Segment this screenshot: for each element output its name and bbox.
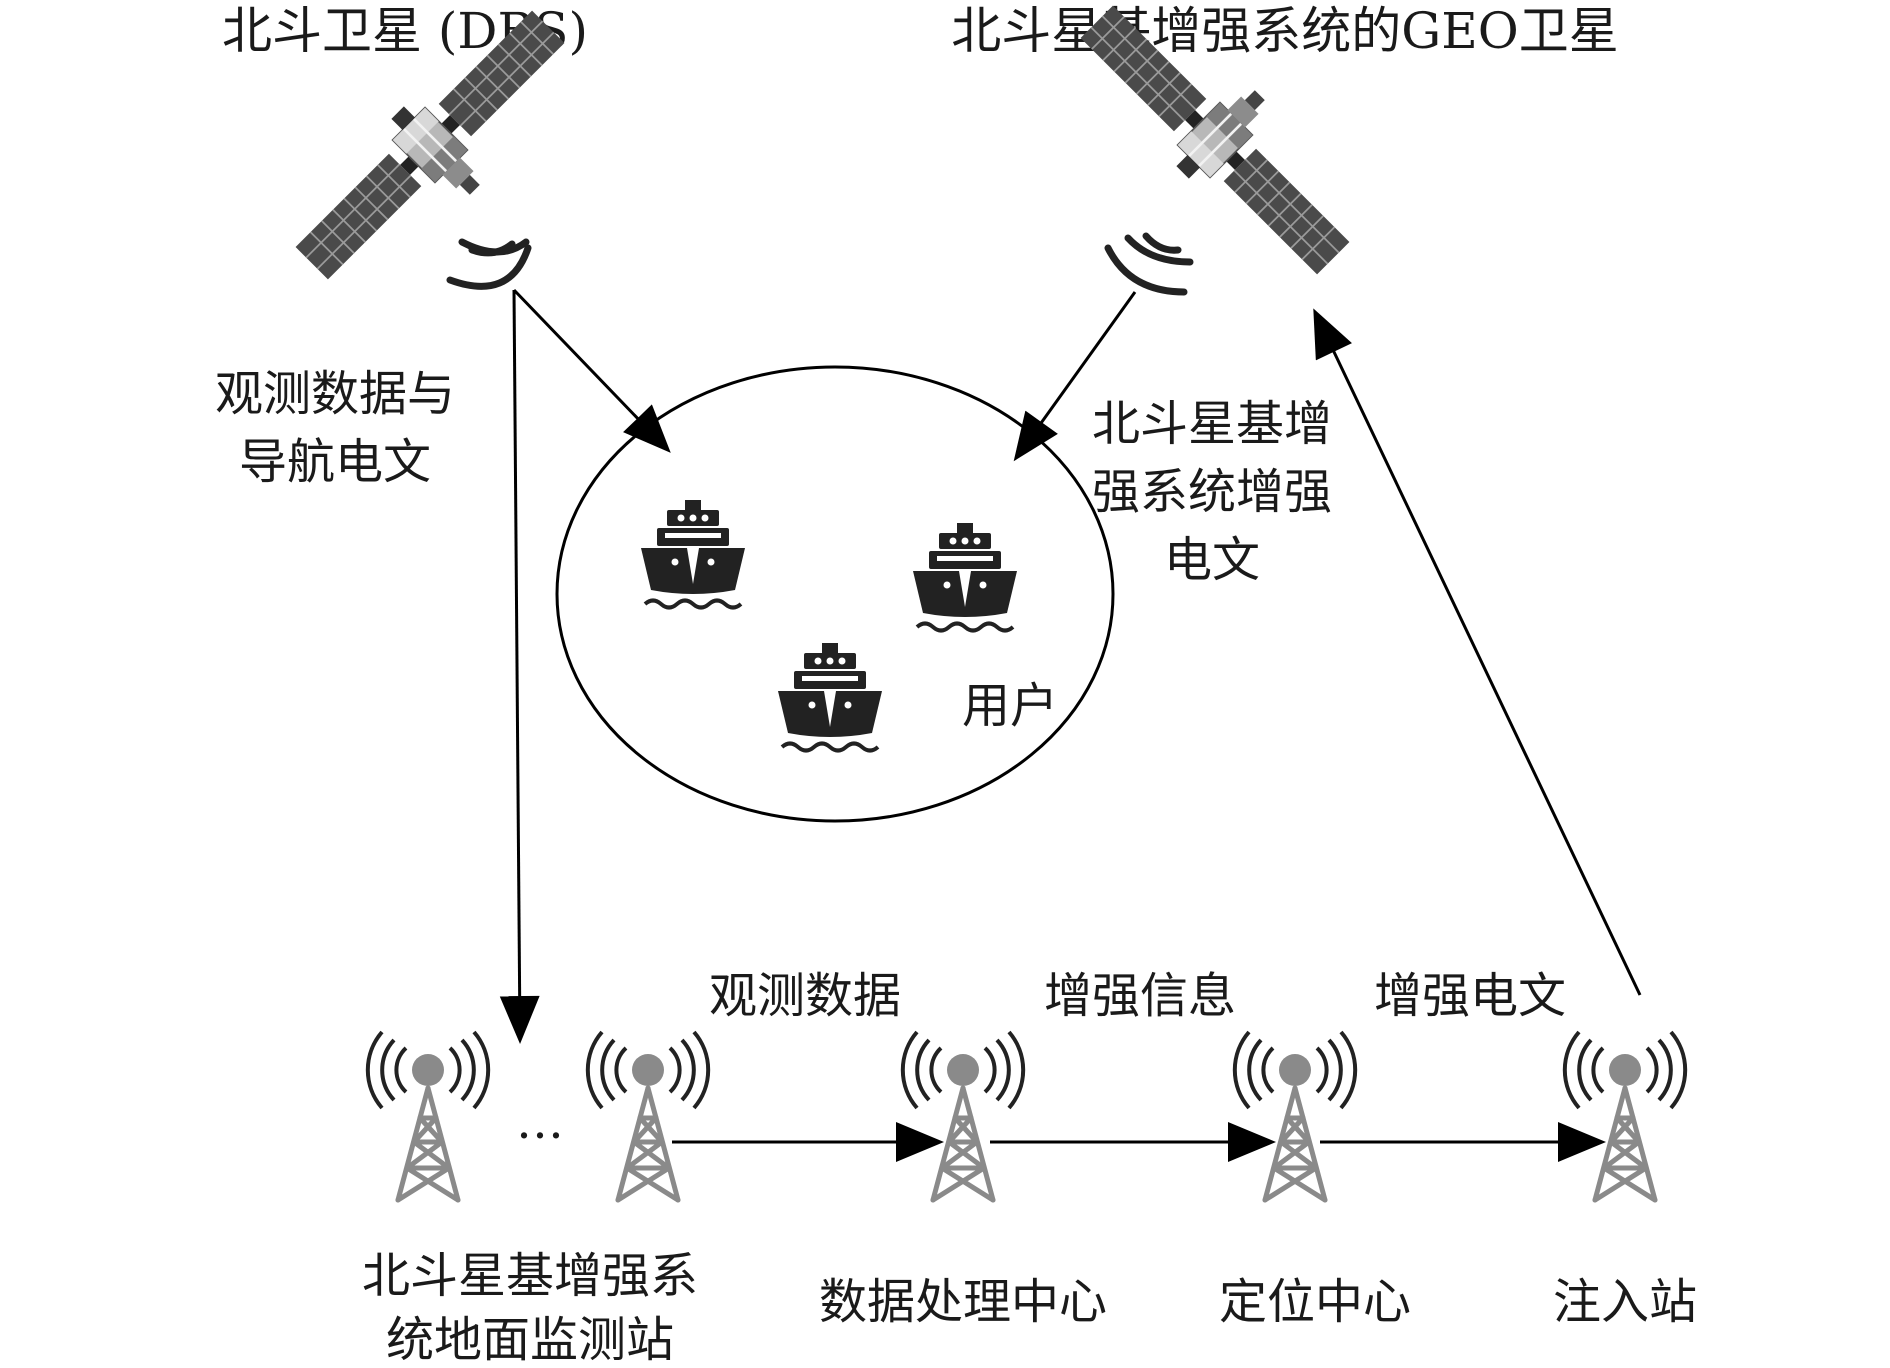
ship-icon: [639, 498, 747, 610]
right-satellite-title: 北斗星基增强系统的GEO卫星: [951, 2, 1618, 60]
arrow-injection-to-geo: [1313, 308, 1642, 996]
station-label-processing: 数据处理中心: [819, 1274, 1107, 1330]
users-label: 用户: [962, 678, 1058, 734]
radio-tower-icon: [1235, 1032, 1355, 1200]
arrow-dbs-to-users: [512, 288, 671, 453]
ship-icon: [911, 521, 1019, 633]
signal-arcs-left: [446, 238, 532, 290]
arrow-dbs-to-monitoring: [499, 289, 540, 1044]
signal-arcs-right: [1104, 232, 1194, 296]
users-region: [555, 365, 1115, 823]
radio-tower-icon: [588, 1032, 708, 1200]
left-link-label-line2: 导航电文: [239, 434, 431, 490]
right-link-label-line1: 北斗星基增: [1092, 396, 1332, 452]
station-label-monitoring-line2: 统地面监测站: [386, 1312, 674, 1368]
station-label-injection: 注入站: [1553, 1274, 1697, 1330]
flow-label-augmentation-info: 增强信息: [1044, 968, 1236, 1024]
right-link-label-line3: 电文: [1164, 532, 1260, 588]
ship-icon: [776, 641, 884, 753]
station-label-monitoring-line1: 北斗星基增强系: [362, 1248, 698, 1304]
flow-label-augmentation-message: 增强电文: [1374, 968, 1566, 1024]
left-link-label-line1: 观测数据与: [215, 366, 455, 422]
station-label-positioning: 定位中心: [1219, 1274, 1411, 1330]
right-link-label-line2: 强系统增强: [1092, 464, 1332, 520]
arrow-geo-to-users: [1013, 291, 1137, 462]
flow-label-observation: 观测数据: [709, 968, 901, 1024]
radio-tower-icon: [1565, 1032, 1685, 1200]
radio-tower-icon: [903, 1032, 1023, 1200]
stations-ellipsis: …: [516, 1094, 564, 1150]
radio-tower-icon: [368, 1032, 488, 1200]
